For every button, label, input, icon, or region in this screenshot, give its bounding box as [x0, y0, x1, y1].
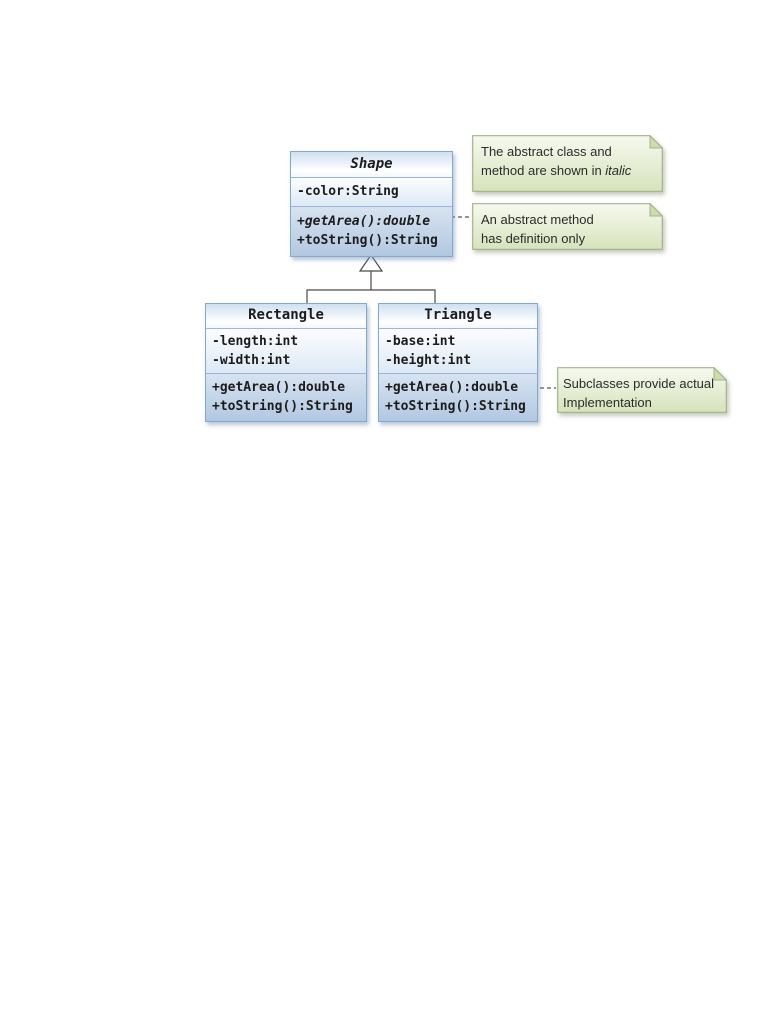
- method-getarea: +getArea():double: [212, 380, 346, 395]
- note-subclasses-implementation: Subclasses provide actual Implementation: [557, 367, 727, 413]
- class-methods-rectangle: +getArea():double +toString():String: [206, 373, 366, 421]
- note-line: Implementation: [563, 395, 652, 410]
- class-methods-shape: +getArea():double +toString():String: [291, 206, 452, 256]
- note-line: method are shown in italic: [481, 161, 657, 180]
- class-title-triangle: Triangle: [379, 304, 537, 328]
- note-body: [472, 135, 663, 192]
- class-box-rectangle: Rectangle -length:int -width:int +getAre…: [205, 303, 367, 422]
- attribute-height: -height:int: [385, 353, 472, 368]
- note-line: An abstract method: [481, 212, 594, 227]
- attribute-base: -base:int: [385, 334, 456, 349]
- class-title-shape: Shape: [291, 152, 452, 177]
- note-abstract-method: An abstract method has definition only: [472, 203, 663, 250]
- class-attributes-rectangle: -length:int -width:int: [206, 328, 366, 373]
- note-text: The abstract class and method are shown …: [472, 135, 663, 192]
- class-title-rectangle: Rectangle: [206, 304, 366, 328]
- method-tostring: +toString():String: [297, 233, 438, 248]
- generalization-arrowhead-icon: [358, 253, 384, 272]
- class-attributes-triangle: -base:int -height:int: [379, 328, 537, 373]
- note-line-italic-word: italic: [605, 163, 632, 178]
- attribute-color: -color:String: [297, 184, 399, 199]
- note-line-prefix: method are shown in: [481, 163, 606, 178]
- note-shape-icon: [472, 203, 663, 250]
- note-body: [472, 203, 663, 250]
- class-box-shape: Shape -color:String +getArea():double +t…: [290, 151, 453, 257]
- note-text: Subclasses provide actual Implementation: [557, 367, 727, 413]
- inheritance-connector-line: [306, 271, 436, 303]
- class-attributes-shape: -color:String: [291, 177, 452, 206]
- note-fold-corner-icon: [713, 367, 727, 381]
- method-tostring: +toString():String: [385, 399, 526, 414]
- note-fold-corner-icon: [649, 135, 663, 149]
- note-body: [557, 367, 727, 413]
- note-text: An abstract method has definition only: [472, 203, 663, 250]
- class-box-triangle: Triangle -base:int -height:int +getArea(…: [378, 303, 538, 422]
- note-line: has definition only: [481, 231, 586, 246]
- attribute-width: -width:int: [212, 353, 291, 368]
- class-methods-triangle: +getArea():double +toString():String: [379, 373, 537, 421]
- note-fold-corner-icon: [649, 203, 663, 217]
- note-line: The abstract class and: [481, 144, 612, 159]
- attribute-length: -length:int: [212, 334, 299, 349]
- note-shape-icon: [472, 135, 663, 192]
- note-line: Subclasses provide actual: [563, 376, 715, 391]
- method-getarea-abstract: +getArea():double: [297, 214, 431, 229]
- note-shape-icon: [557, 367, 727, 413]
- note-abstract-italic: The abstract class and method are shown …: [472, 135, 663, 192]
- method-getarea: +getArea():double: [385, 380, 519, 395]
- method-tostring: +toString():String: [212, 399, 353, 414]
